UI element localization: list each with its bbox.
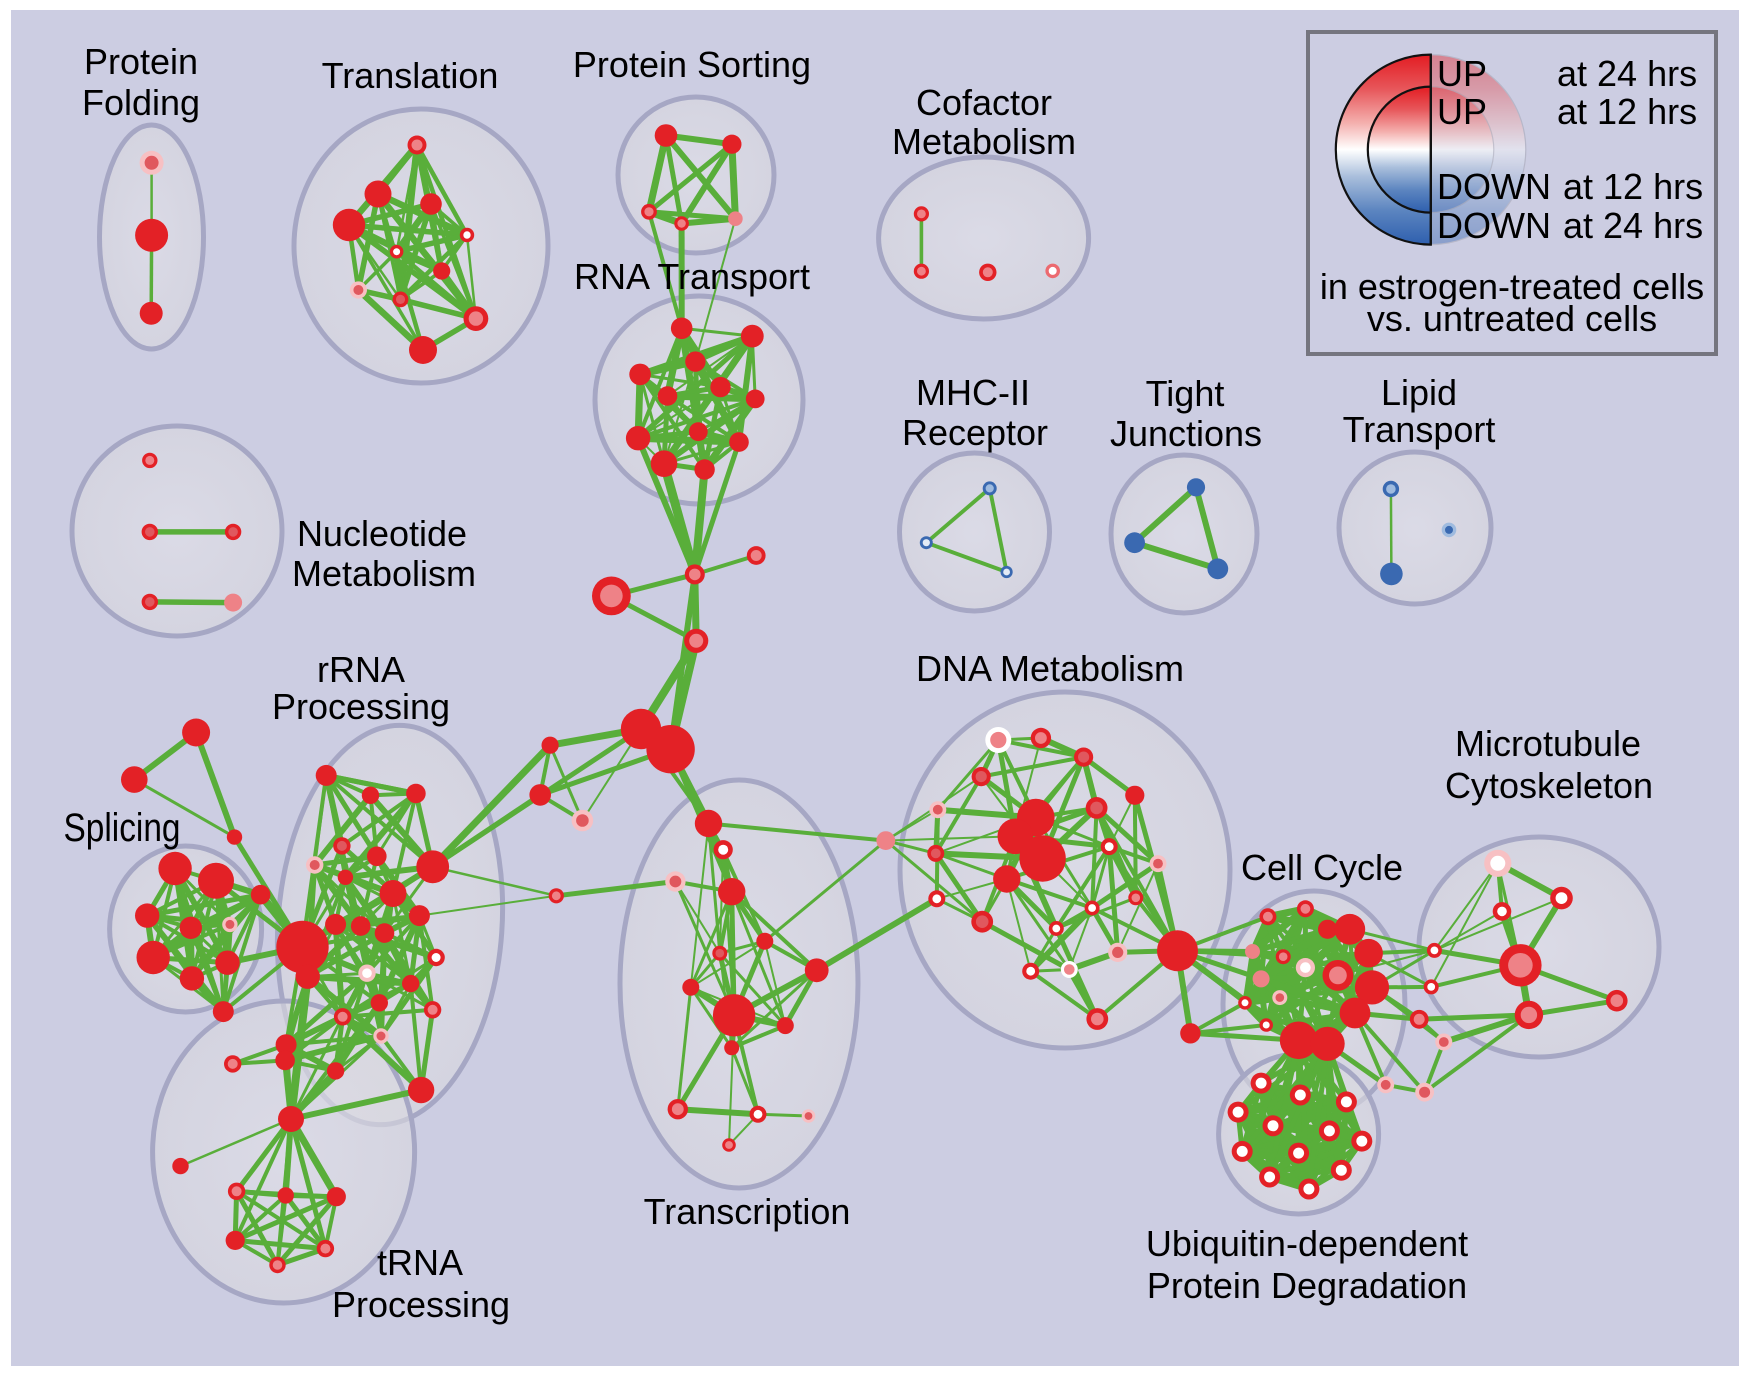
- svg-text:at 24 hrs: at 24 hrs: [1557, 53, 1697, 94]
- svg-text:Ubiquitin-dependent: Ubiquitin-dependent: [1146, 1223, 1468, 1264]
- svg-text:Metabolism: Metabolism: [292, 553, 476, 594]
- svg-text:at 12 hrs: at 12 hrs: [1563, 166, 1703, 207]
- svg-text:tRNA: tRNA: [377, 1242, 463, 1283]
- svg-text:vs. untreated cells: vs. untreated cells: [1367, 298, 1657, 339]
- svg-text:Cofactor: Cofactor: [916, 82, 1052, 123]
- svg-text:Nucleotide: Nucleotide: [297, 513, 467, 554]
- svg-text:at 24 hrs: at 24 hrs: [1563, 205, 1703, 246]
- svg-text:Folding: Folding: [82, 82, 200, 123]
- svg-text:Tight: Tight: [1146, 373, 1225, 414]
- svg-text:Protein: Protein: [84, 41, 198, 82]
- svg-text:Protein Sorting: Protein Sorting: [573, 44, 811, 85]
- svg-text:rRNA: rRNA: [317, 649, 405, 690]
- svg-text:at 12 hrs: at 12 hrs: [1557, 91, 1697, 132]
- svg-text:Processing: Processing: [332, 1284, 510, 1325]
- svg-text:Transcription: Transcription: [644, 1191, 851, 1232]
- svg-text:UP: UP: [1437, 91, 1487, 132]
- svg-text:in estrogen-treated cells: in estrogen-treated cells: [1320, 266, 1704, 307]
- svg-text:Protein Degradation: Protein Degradation: [1147, 1265, 1467, 1306]
- svg-text:Metabolism: Metabolism: [892, 121, 1076, 162]
- svg-text:Translation: Translation: [322, 55, 499, 96]
- svg-text:DOWN: DOWN: [1437, 166, 1551, 207]
- svg-text:Lipid: Lipid: [1381, 372, 1457, 413]
- svg-text:RNA Transport: RNA Transport: [574, 256, 810, 297]
- svg-text:DOWN: DOWN: [1437, 205, 1551, 246]
- svg-text:Processing: Processing: [272, 686, 450, 727]
- svg-text:Microtubule: Microtubule: [1455, 723, 1641, 764]
- svg-text:UP: UP: [1437, 53, 1487, 94]
- svg-text:Cell Cycle: Cell Cycle: [1241, 847, 1403, 888]
- svg-text:Splicing: Splicing: [64, 806, 181, 850]
- svg-text:DNA Metabolism: DNA Metabolism: [916, 648, 1184, 689]
- svg-text:Cytoskeleton: Cytoskeleton: [1445, 765, 1653, 806]
- svg-text:MHC-II: MHC-II: [916, 372, 1030, 413]
- svg-text:Junctions: Junctions: [1110, 413, 1262, 454]
- svg-text:Transport: Transport: [1343, 409, 1496, 450]
- svg-text:Receptor: Receptor: [902, 412, 1048, 453]
